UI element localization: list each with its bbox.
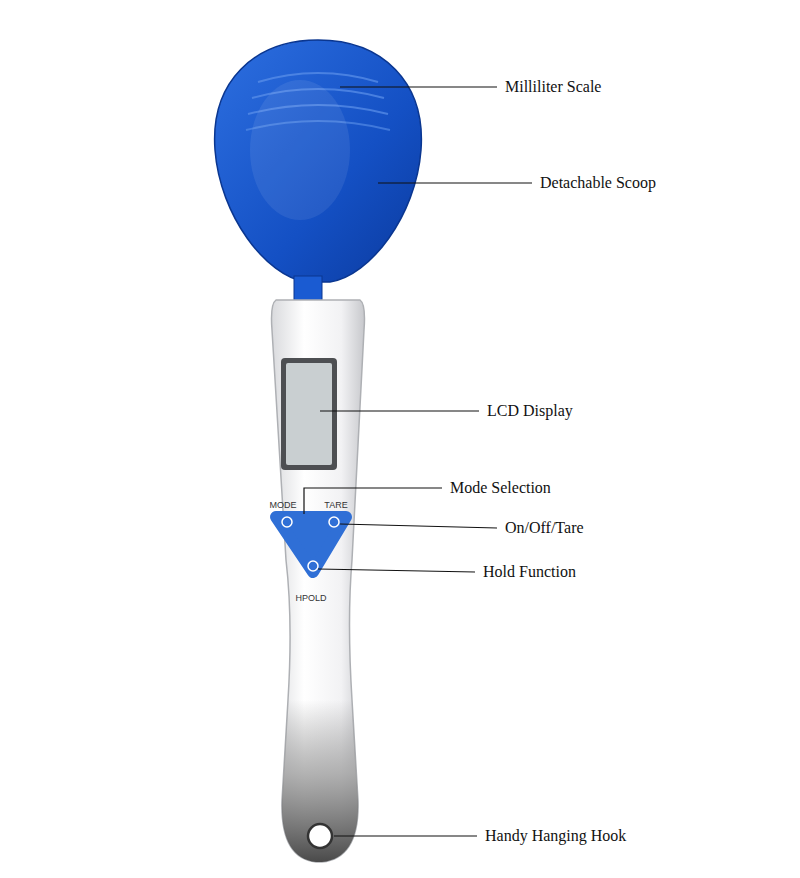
part-label: On/Off/Tare <box>505 520 584 536</box>
leader-line <box>304 488 442 514</box>
metal-end <box>282 700 358 862</box>
part-label: LCD Display <box>487 403 573 419</box>
hold-button <box>308 561 318 571</box>
part-label: Handy Hanging Hook <box>485 828 626 844</box>
milliliter-mark <box>258 73 378 82</box>
button-label: HPOLD <box>295 594 326 603</box>
leader-line <box>378 182 532 183</box>
leader-line <box>320 410 479 411</box>
leader-line <box>340 86 497 87</box>
part-label: Mode Selection <box>450 480 551 496</box>
leader-line <box>334 835 477 836</box>
detachable-scoop <box>215 40 422 282</box>
lcd-frame <box>281 358 337 470</box>
button-label: TARE <box>324 501 347 510</box>
lcd-screen <box>286 363 332 465</box>
part-label: Milliliter Scale <box>505 79 601 95</box>
button-label: MODE <box>270 501 297 510</box>
mode-button <box>282 517 292 527</box>
button-pad <box>276 517 346 572</box>
part-label: Hold Function <box>483 564 576 580</box>
part-label: Detachable Scoop <box>540 175 656 191</box>
handle <box>272 300 365 862</box>
leader-line <box>318 569 475 572</box>
hanging-hook <box>308 824 332 848</box>
tare-button <box>329 517 339 527</box>
scoop-highlight <box>250 80 350 220</box>
leader-line <box>340 524 497 528</box>
